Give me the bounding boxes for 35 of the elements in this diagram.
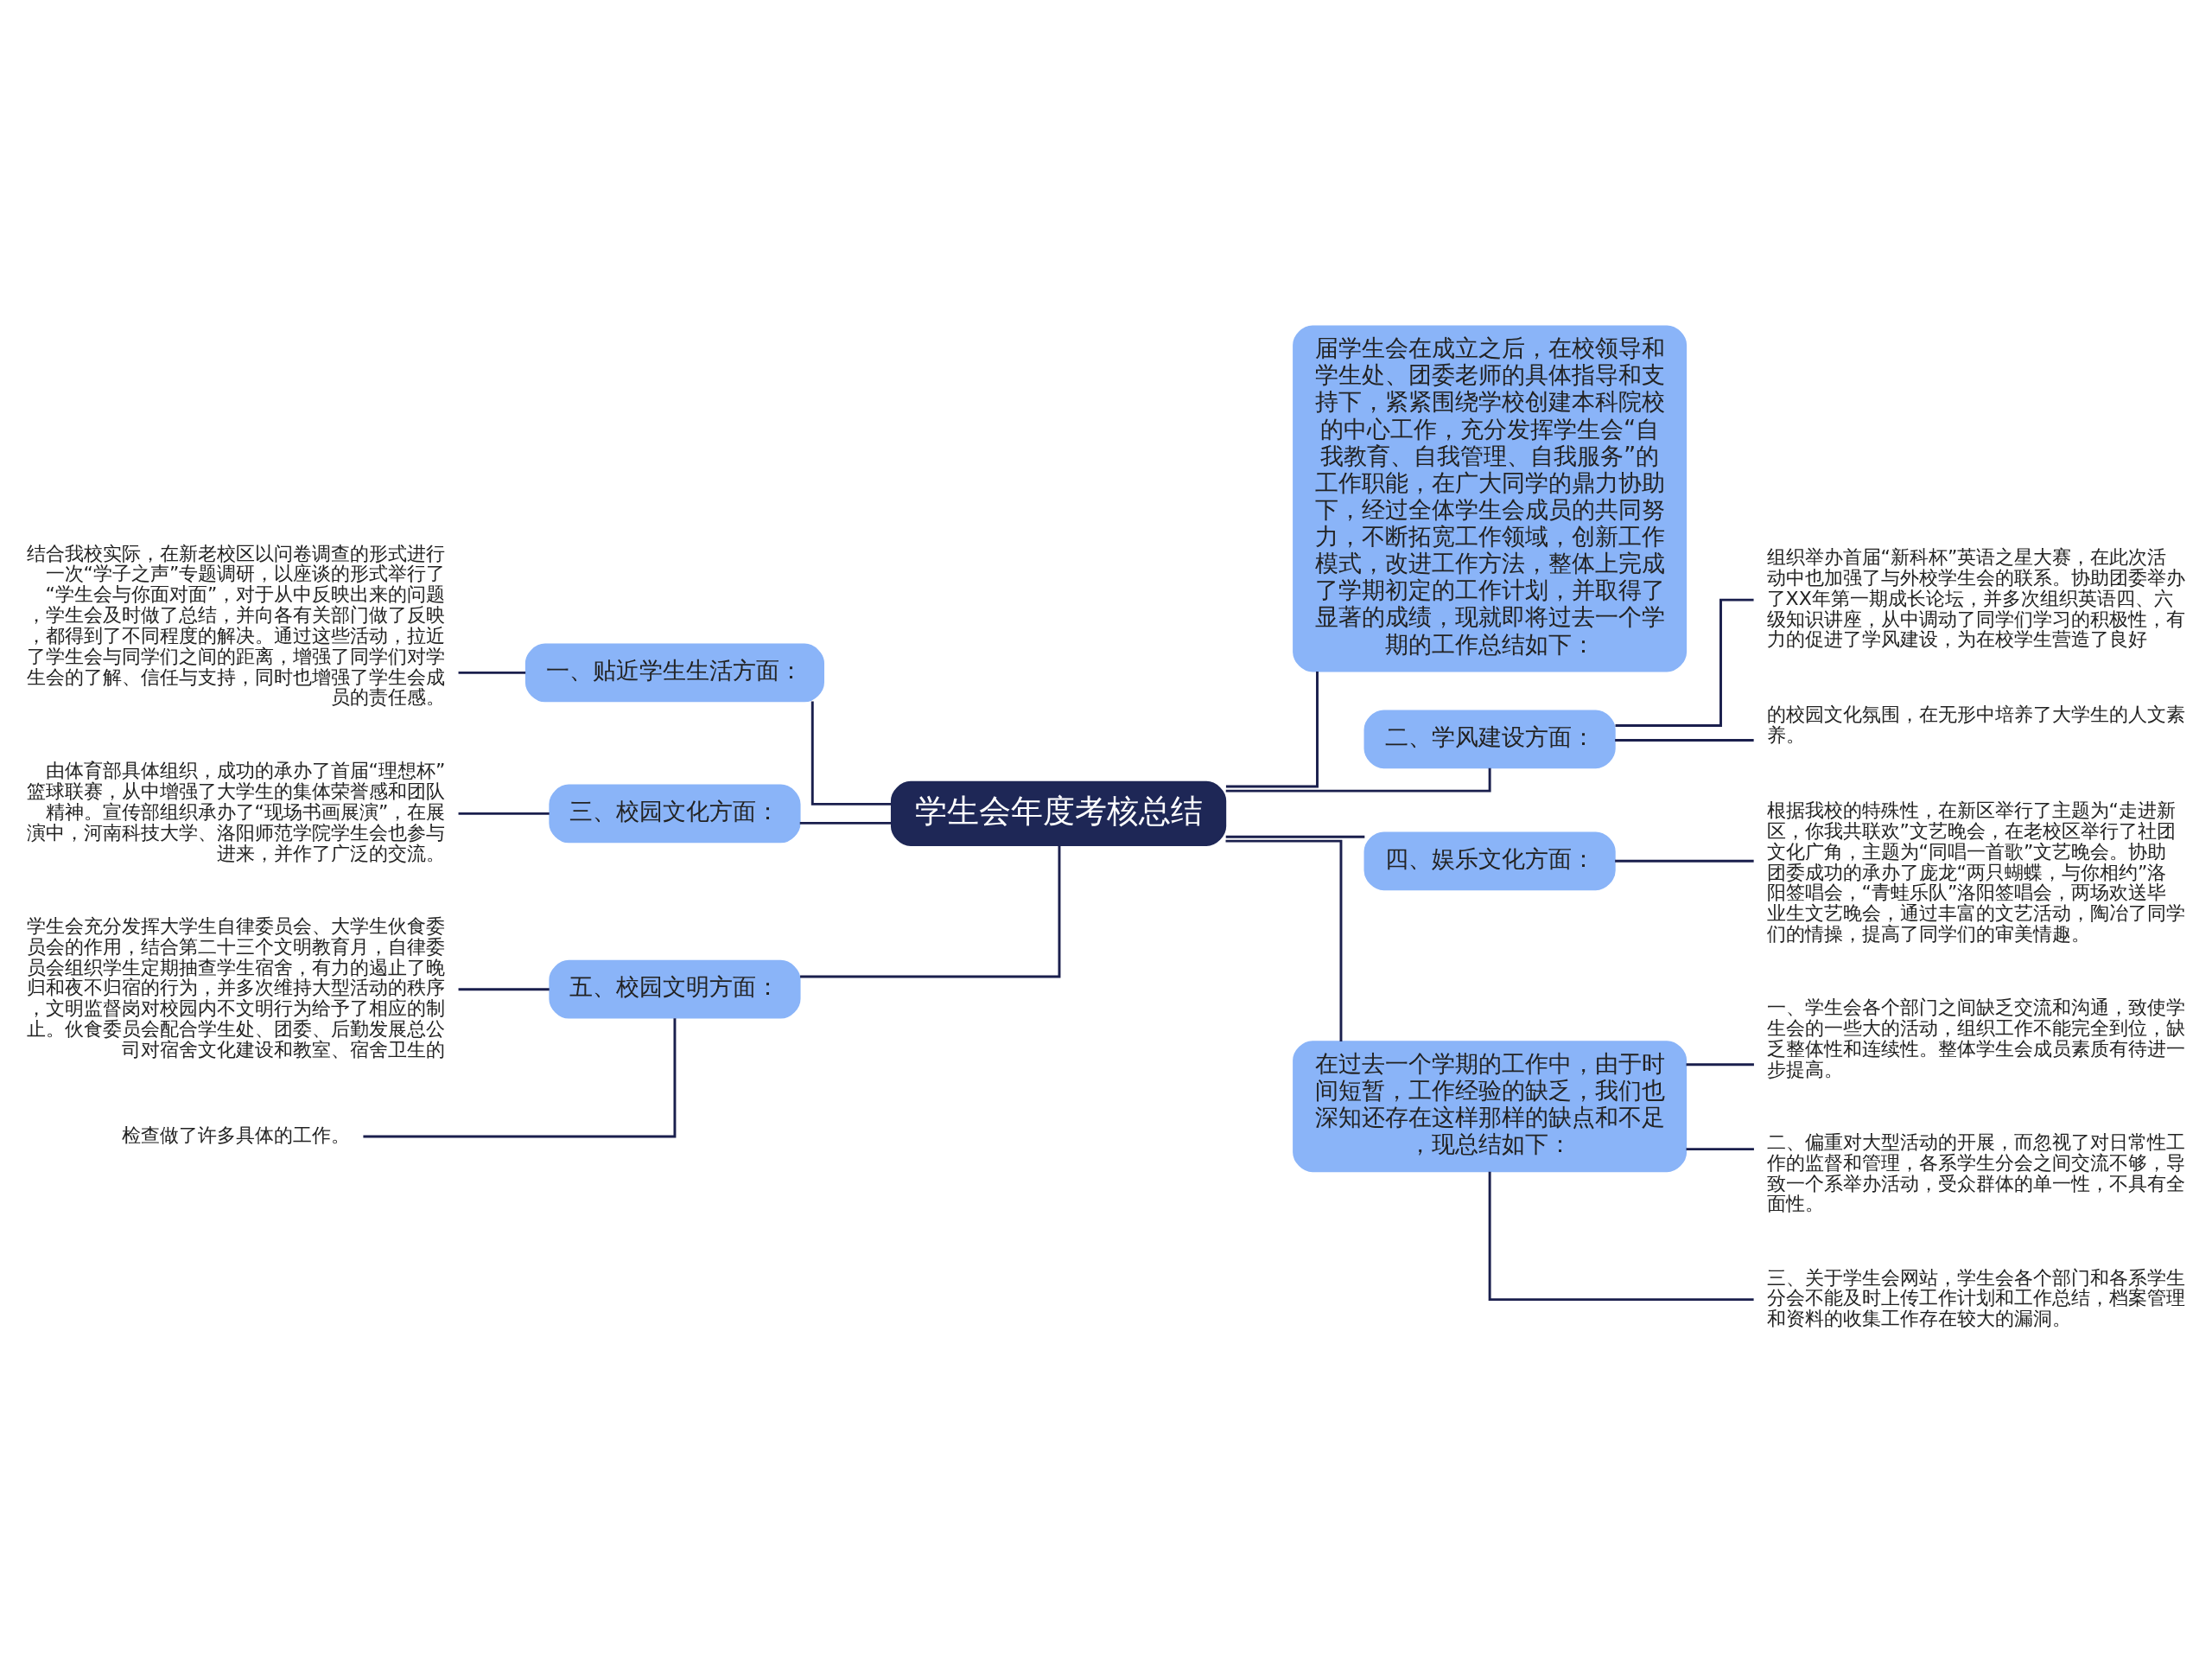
connector xyxy=(1686,1062,1754,1066)
node-text: 一、学生会各个部门之间缺乏交流和沟通，致使学生会的一些大的活动，组织工作不能完全到位，缺乏整体性和连续性。整体学生会成员素质有待进一步提高。 xyxy=(1766,996,2185,1080)
connector xyxy=(458,671,526,674)
node-box: 二、学风建设方面： xyxy=(1363,709,1616,768)
node-text: 根据我校的特殊性，在新区举行了主题为“走进新区，你我共联欢”文艺晚会，在老校区举行了社团文化广角，主题为“同唱一首歌”文艺晚会。协助团委成功的承办了庞龙“两只蝴蝶，与你相约”洛阳签唱会，“青蛙乐队”洛阳签唱会，两场欢送毕业生文艺晚会，通过丰富的文艺活动，陶冶了同学们的情操，提高了同学们的审美情趣。 xyxy=(1766,799,2185,945)
node-box: 三、校园文化方面： xyxy=(549,784,801,843)
node-box: 五、校园文明方面： xyxy=(549,959,801,1019)
connector xyxy=(1225,839,1343,1041)
connector xyxy=(1686,1147,1754,1150)
node-box: 四、娱乐文化方面： xyxy=(1363,831,1616,890)
connector xyxy=(1225,767,1491,793)
connector xyxy=(810,700,892,806)
connector xyxy=(1615,738,1754,742)
connector xyxy=(458,812,550,815)
node-text: 结合我校实际，在新老校区以问卷调查的形式进行一次“学子之声”专题调研，以座谈的形式举行了“学生会与你面对面”，对于从中反映出来的问题，学生会及时做了总结，并向各有关部门做了反映，都得到了不同程度的解决。通过这些活动，拉近了学生会与同学们之间的距离，增强了同学们对学生会的了解、信任与支持，同时也增强了学生会成员的责任感。 xyxy=(27,542,446,708)
node-box: 学生会年度考核总结 xyxy=(890,780,1227,846)
node-text: 的校园文化氛围，在无形中培养了大学生的人文素养。 xyxy=(1766,703,2185,746)
connector xyxy=(363,1017,677,1137)
connector xyxy=(1225,835,1365,838)
connector xyxy=(799,821,892,825)
node-text: 三、关于学生会网站，学生会各个部门和各系学生分会不能及时上传工作计划和工作总结，档案管理和资料的收集工作存在较大的漏洞。 xyxy=(1766,1266,2185,1329)
node-text: 学生会充分发挥大学生自律委员会、大学生伙食委员会的作用，结合第二十三个文明教育月，自律委员会组织学生定期抽查学生宿舍，有力的遏止了晚归和夜不归宿的行为，并多次维持大型活动的秩序，文明监督岗对校园内不文明行为给予了相应的制止。伙食委员会配合学生处、团委、后勤发展总公司对宿舍文化建设和教室、宿舍卫生的 xyxy=(27,914,446,1060)
node-box: 在过去一个学期的工作中，由于时间短暂，工作经验的缺乏，我们也深知还存在这样那样的缺点和不足，现总结如下： xyxy=(1293,1040,1688,1172)
node-text: 组织举办首届“新科杯”英语之星大赛，在此次活动中也加强了与外校学生会的联系。协助团委举办了XX年第一期成长论坛，并多次组织英语四、六级知识讲座，从中调动了同学们学习的积极性，有力的促进了学风建设，为在校学生营造了良好 xyxy=(1766,545,2185,650)
connector xyxy=(1615,598,1754,727)
connector xyxy=(1615,859,1754,863)
node-text: 二、偏重对大型活动的开展，而忽视了对日常性工作的监督和管理，各系学生分会之间交流不够，导致一个系举办活动，受众群体的单一性，不具有全面性。 xyxy=(1766,1130,2185,1214)
connector xyxy=(458,987,550,990)
connector xyxy=(1225,671,1319,787)
connector xyxy=(800,845,1061,977)
node-text: 检查做了许多具体的工作。 xyxy=(122,1124,351,1146)
node-box: 届学生会在成立之后，在校领导和学生处、团委老师的具体指导和支持下，紧紧围绕学校创建本科院校的中心工作，充分发挥学生会“自我教育、自我管理、自我服务”的工作职能，在广大同学的鼎力协助下，经过全体学生会成员的共同努力，不断拓宽工作领域，创新工作模式，改进工作方法，整体上完成了学期初定的工作计划，并取得了显著的成绩，现就即将过去一个学期的工作总结如下： xyxy=(1293,324,1688,672)
connector xyxy=(1488,1171,1754,1301)
node-text: 由体育部具体组织，成功的承办了首届“理想杯”篮球联赛，从中增强了大学生的集体荣誉感和团队精神。宣传部组织承办了“现场书画展演”，在展演中，河南科技大学、洛阳师范学院学生会也参与进来，并作了广泛的交流。 xyxy=(27,759,446,864)
node-box: 一、贴近学生生活方面： xyxy=(524,643,824,702)
